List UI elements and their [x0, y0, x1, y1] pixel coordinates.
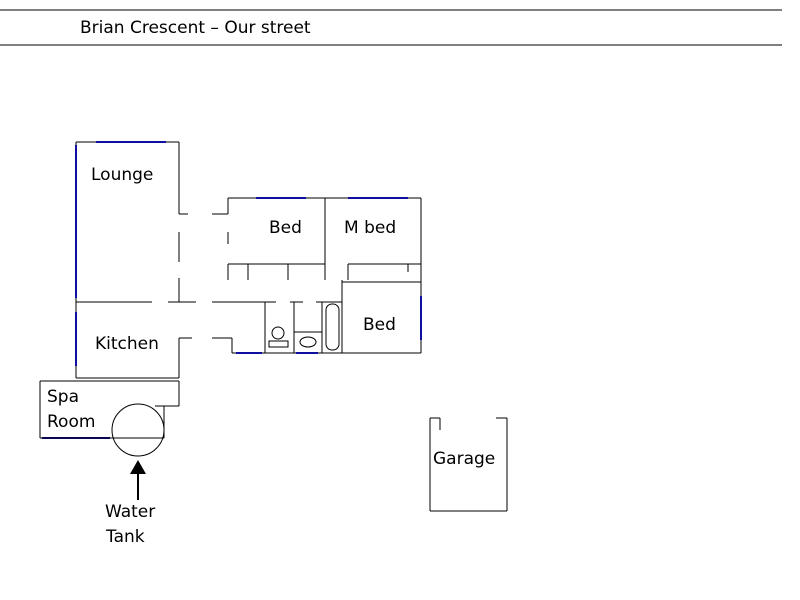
- room-label-master-bed: M bed: [344, 218, 396, 238]
- room-label-spa-line2: Room: [47, 412, 95, 432]
- room-label-bed-2: Bed: [363, 315, 396, 335]
- water-tank-label-line1: Water: [105, 502, 155, 522]
- room-label-kitchen: Kitchen: [95, 334, 159, 354]
- garage: [429, 417, 508, 512]
- room-label-garage: Garage: [433, 449, 495, 469]
- water-tank-icon: [111, 403, 165, 457]
- house-walls: [75, 141, 422, 379]
- toilet-icon: [271, 326, 285, 340]
- water-tank-label-line2: Tank: [105, 527, 145, 547]
- windows: [42, 141, 422, 439]
- bathtub-icon: [325, 303, 340, 351]
- spa-room: [39, 380, 180, 457]
- street-label: Brian Crescent – Our street: [80, 18, 311, 38]
- room-label-bed-1: Bed: [269, 218, 302, 238]
- room-label-lounge: Lounge: [91, 165, 153, 185]
- street: Brian Crescent – Our street: [0, 9, 782, 46]
- bathroom-fixtures: [268, 303, 340, 351]
- toilet-cistern-icon: [268, 340, 289, 348]
- basin-icon: [299, 336, 317, 348]
- water-tank-arrow: [130, 460, 146, 500]
- room-label-spa-line1: Spa: [47, 387, 79, 407]
